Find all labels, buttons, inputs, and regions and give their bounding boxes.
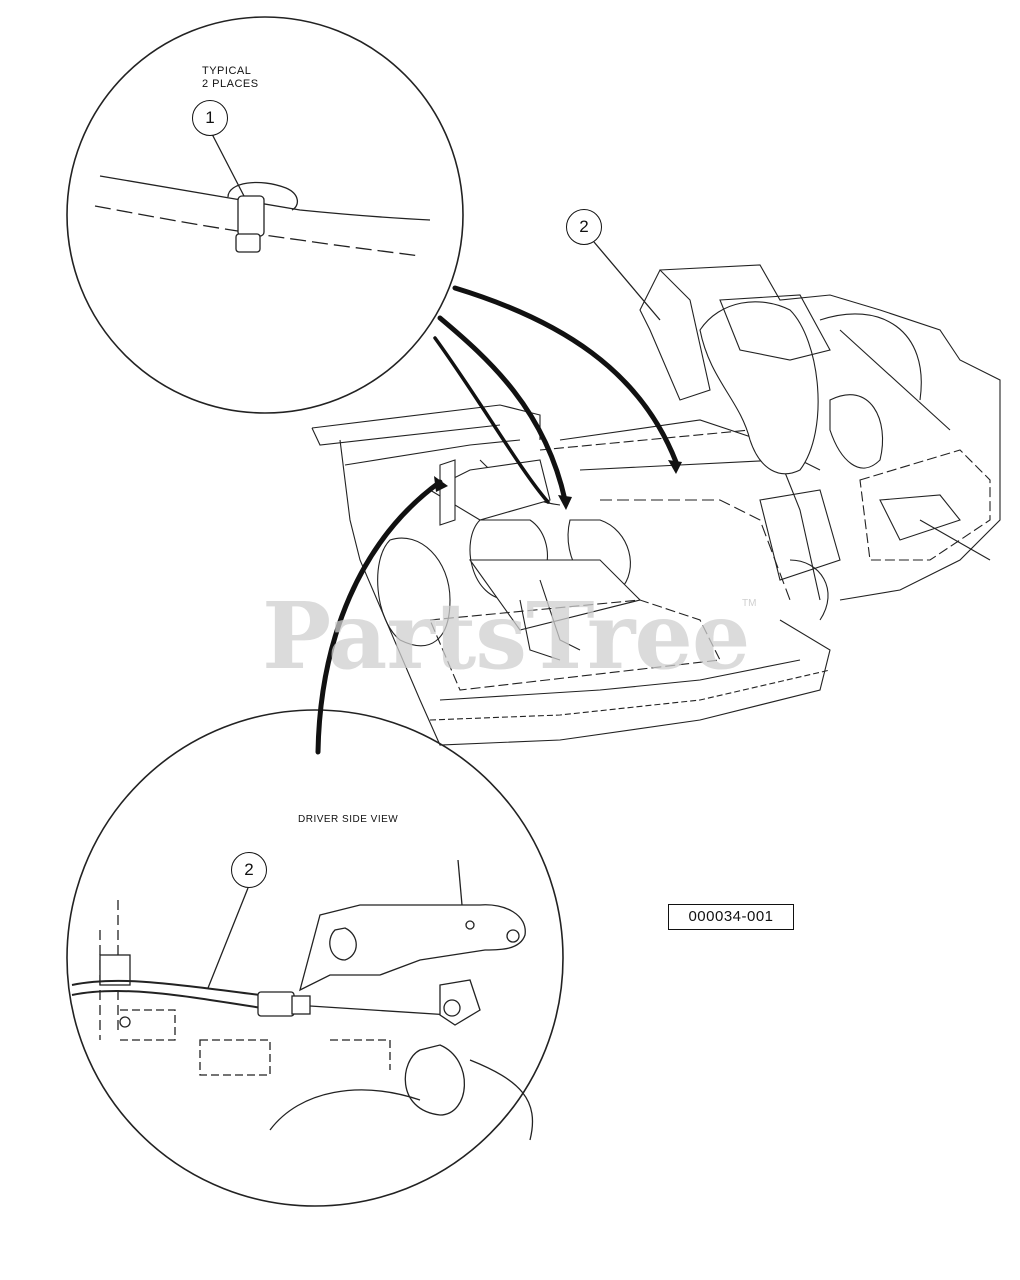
part-number-label: 000034-001	[668, 904, 794, 930]
detail-title-driver-side: DRIVER SIDE VIEW	[298, 814, 399, 825]
detail-circle-bottom	[66, 709, 564, 1207]
callout-1: 1	[192, 100, 228, 136]
detail-circle-top	[66, 16, 464, 414]
watermark-tm: TM	[742, 598, 757, 609]
detail-title-line1: TYPICAL	[202, 65, 252, 77]
watermark: PartsTree	[262, 582, 750, 690]
callout-2-detail: 2	[231, 852, 267, 888]
main-assembly	[311, 264, 1001, 746]
detail-title-line2: 2 PLACES	[202, 78, 259, 90]
callout-2-main: 2	[566, 209, 602, 245]
